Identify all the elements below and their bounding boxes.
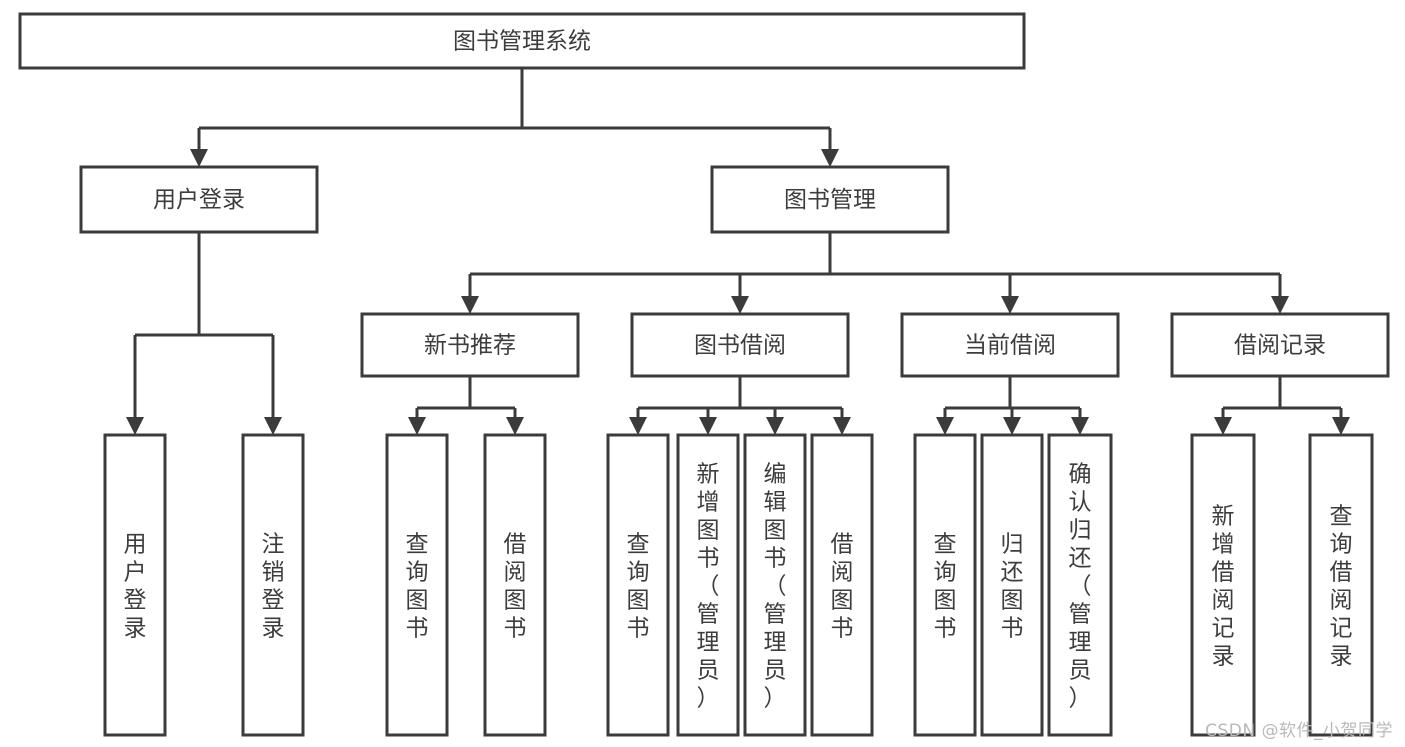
- node-leaf-add-record-box[interactable]: [1190, 433, 1256, 737]
- node-leaf-query-book-rec[interactable]: 查询图书: [385, 433, 449, 737]
- node-leaf-query-book-borrow-label: 查询图书: [627, 531, 650, 641]
- node-borrow-record-box[interactable]: [1170, 312, 1390, 378]
- node-book-borrow[interactable]: 图书借阅: [630, 312, 850, 378]
- node-leaf-user-login-label: 用户登录: [124, 531, 147, 641]
- book-borrow-branch-3-arrowhead: [833, 417, 851, 435]
- current-borrow-branch-0-arrowhead: [936, 417, 954, 435]
- node-leaf-return-book-box[interactable]: [980, 433, 1044, 737]
- node-new-book-rec-label: 新书推荐: [424, 333, 516, 359]
- user-login-branch-1-arrowhead: [264, 417, 282, 435]
- node-leaf-add-book-label: 新增图书（管理员）: [697, 461, 720, 711]
- node-leaf-user-logout-box[interactable]: [241, 433, 305, 737]
- node-leaf-add-book-box[interactable]: [676, 433, 740, 737]
- book-borrow-branch-2-arrowhead: [766, 417, 784, 435]
- current-borrow-branch-1-arrowhead: [1003, 417, 1021, 435]
- node-user-login-label: 用户登录: [153, 187, 245, 213]
- node-leaf-user-logout[interactable]: 注销登录: [241, 433, 305, 737]
- node-leaf-query-book-cur-label: 查询图书: [934, 531, 957, 641]
- node-leaf-borrow-book-rec-label: 借阅图书: [504, 531, 527, 641]
- node-leaf-confirm-return-label: 确认归还（管理员）: [1069, 461, 1092, 711]
- node-leaf-query-book-rec-label: 查询图书: [406, 531, 429, 641]
- node-leaf-query-book-rec-box[interactable]: [385, 433, 449, 737]
- node-book-manage[interactable]: 图书管理: [710, 165, 950, 234]
- node-leaf-borrow-book-rec[interactable]: 借阅图书: [483, 433, 547, 737]
- book-borrow-branch-1-arrowhead: [699, 417, 717, 435]
- node-user-login-box[interactable]: [79, 165, 319, 234]
- user-login-branch-0-arrowhead: [126, 417, 144, 435]
- root-branch-0-arrowhead: [190, 149, 208, 167]
- borrow-record-branch-1-arrowhead: [1332, 417, 1350, 435]
- new-book-rec-branch-0-arrowhead: [408, 417, 426, 435]
- node-leaf-edit-book[interactable]: 编辑图书（管理员）: [743, 433, 807, 737]
- node-leaf-user-login[interactable]: 用户登录: [103, 433, 167, 737]
- node-leaf-confirm-return-box[interactable]: [1047, 433, 1113, 737]
- book-manage-branch-2-arrowhead: [1001, 296, 1019, 314]
- node-boxes: 图书管理系统用户登录图书管理新书推荐图书借阅当前借阅借阅记录用户登录注销登录查询…: [18, 12, 1390, 737]
- node-leaf-borrow-book-box[interactable]: [810, 433, 874, 737]
- node-book-manage-box[interactable]: [710, 165, 950, 234]
- node-leaf-borrow-book-rec-box[interactable]: [483, 433, 547, 737]
- new-book-rec-branch-1-arrowhead: [506, 417, 524, 435]
- node-root-label: 图书管理系统: [453, 29, 591, 55]
- book-manage-branch-3-arrowhead: [1271, 296, 1289, 314]
- node-leaf-add-record[interactable]: 新增借阅记录: [1190, 433, 1256, 737]
- node-borrow-record[interactable]: 借阅记录: [1170, 312, 1390, 378]
- node-leaf-return-book-label: 归还图书: [1001, 531, 1024, 641]
- book-borrow-branch-0-arrowhead: [629, 417, 647, 435]
- connector-lines: [126, 68, 1350, 435]
- node-leaf-query-book-cur[interactable]: 查询图书: [913, 433, 977, 737]
- node-book-manage-label: 图书管理: [784, 187, 876, 213]
- node-current-borrow-box[interactable]: [900, 312, 1120, 378]
- node-leaf-query-book-borrow[interactable]: 查询图书: [606, 433, 670, 737]
- node-new-book-rec-box[interactable]: [360, 312, 580, 378]
- node-leaf-query-book-borrow-box[interactable]: [606, 433, 670, 737]
- node-leaf-query-record[interactable]: 查询借阅记录: [1308, 433, 1374, 737]
- node-leaf-add-book[interactable]: 新增图书（管理员）: [676, 433, 740, 737]
- node-leaf-borrow-book-label: 借阅图书: [831, 531, 854, 641]
- root-branch-1-arrowhead: [821, 149, 839, 167]
- node-leaf-query-book-cur-box[interactable]: [913, 433, 977, 737]
- node-borrow-record-label: 借阅记录: [1234, 333, 1326, 359]
- book-manage-branch-1-arrowhead: [731, 296, 749, 314]
- node-book-borrow-box[interactable]: [630, 312, 850, 378]
- node-leaf-user-login-box[interactable]: [103, 433, 167, 737]
- node-user-login[interactable]: 用户登录: [79, 165, 319, 234]
- node-leaf-edit-book-label: 编辑图书（管理员）: [764, 461, 787, 711]
- node-leaf-query-record-box[interactable]: [1308, 433, 1374, 737]
- node-current-borrow[interactable]: 当前借阅: [900, 312, 1120, 378]
- node-leaf-return-book[interactable]: 归还图书: [980, 433, 1044, 737]
- node-root[interactable]: 图书管理系统: [18, 12, 1026, 70]
- node-leaf-query-record-label: 查询借阅记录: [1330, 503, 1353, 669]
- node-root-box[interactable]: [18, 12, 1026, 70]
- node-leaf-edit-book-box[interactable]: [743, 433, 807, 737]
- node-new-book-rec[interactable]: 新书推荐: [360, 312, 580, 378]
- node-leaf-confirm-return[interactable]: 确认归还（管理员）: [1047, 433, 1113, 737]
- borrow-record-branch-0-arrowhead: [1214, 417, 1232, 435]
- book-manage-branch-0-arrowhead: [461, 296, 479, 314]
- node-leaf-borrow-book[interactable]: 借阅图书: [810, 433, 874, 737]
- node-current-borrow-label: 当前借阅: [964, 333, 1056, 359]
- current-borrow-branch-2-arrowhead: [1071, 417, 1089, 435]
- node-leaf-add-record-label: 新增借阅记录: [1212, 503, 1235, 669]
- node-book-borrow-label: 图书借阅: [694, 333, 786, 359]
- node-leaf-user-logout-label: 注销登录: [262, 531, 285, 641]
